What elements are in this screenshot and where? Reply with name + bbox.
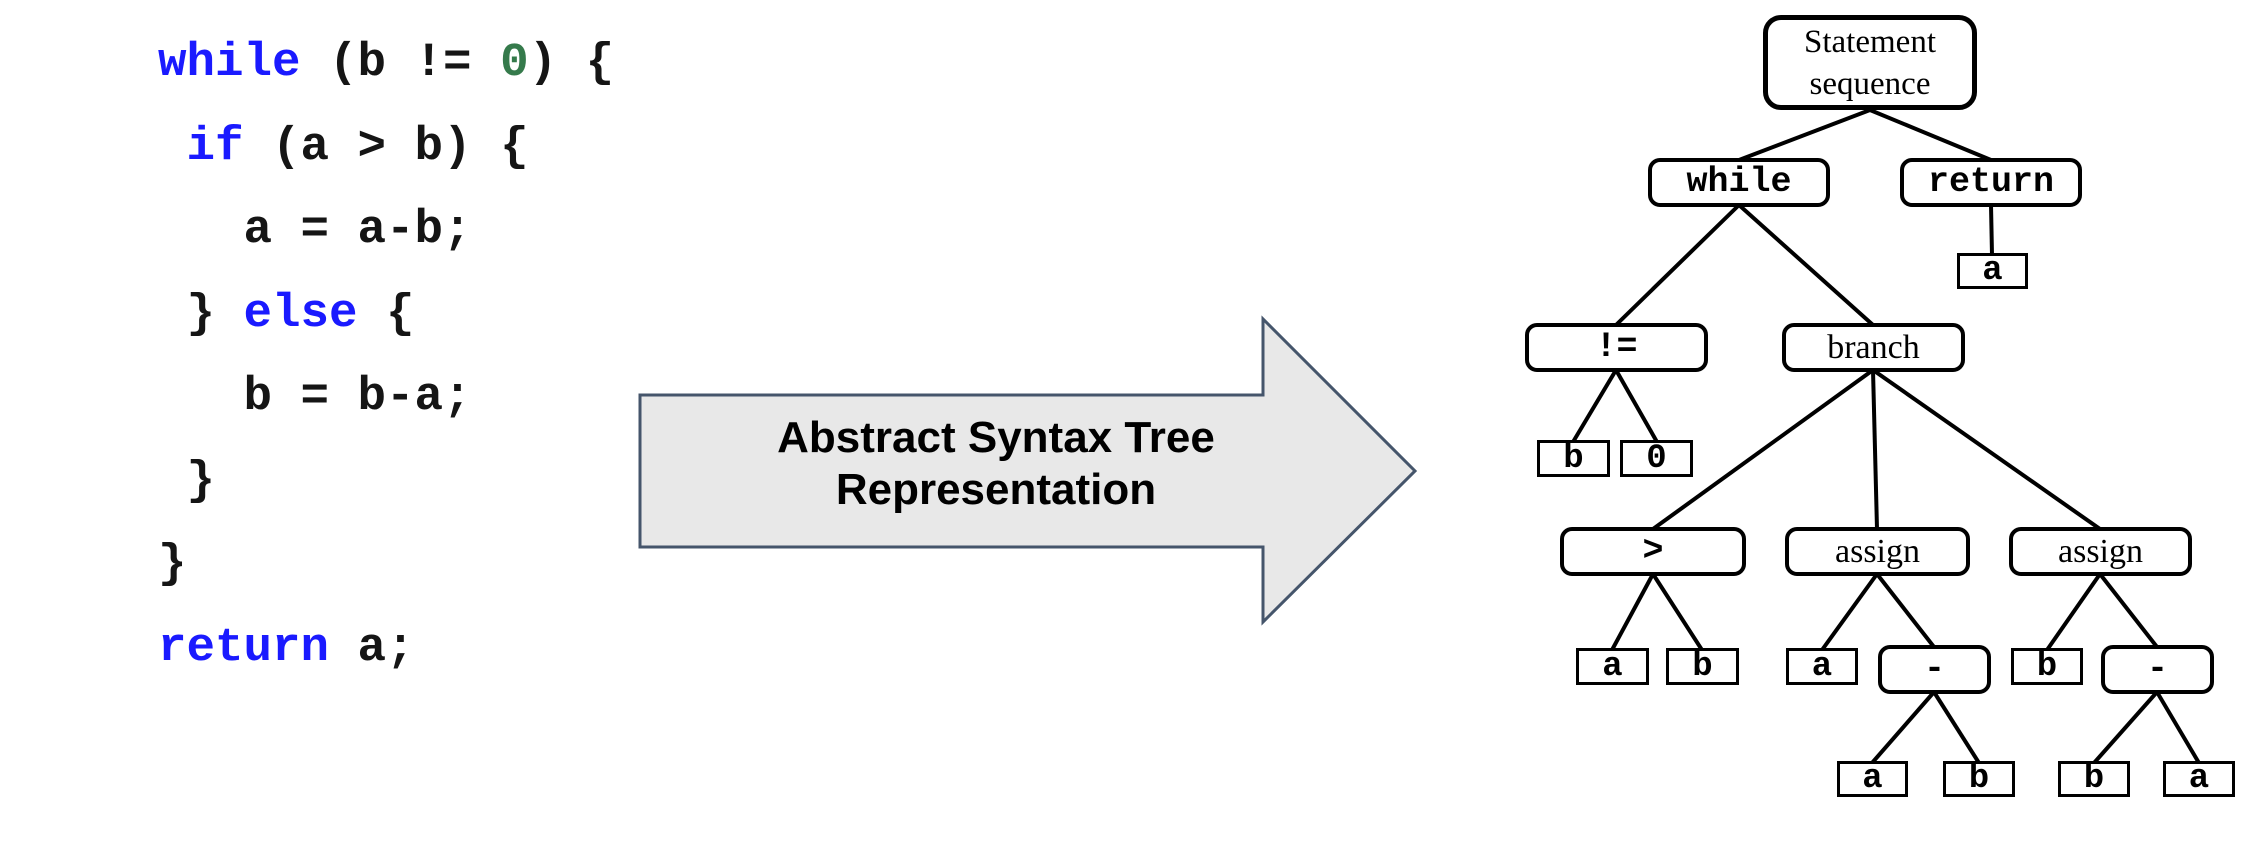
code-token: 0 [500,36,529,90]
tree-edge [1738,108,1871,162]
source-code-block: while (b != 0) { if (a > b) { a = a-b; }… [158,22,614,690]
tree-edge [1610,573,1655,651]
ast-leaf-gt-b: b [1666,648,1739,685]
code-token: while [158,36,301,90]
code-token: b = b-a; [158,370,472,424]
ast-leaf-cond-b: b [1537,440,1610,477]
ast-leaf-minus2-b: b [2058,761,2130,797]
ast-leaf-assign2-b: b [2011,648,2083,685]
tree-edge [1871,368,2102,531]
code-line: } else { [158,273,614,357]
code-line: b = b-a; [158,356,614,440]
tree-edges [1571,108,2201,765]
ast-leaf-cond-zero: 0 [1620,440,1693,477]
ast-node-while: while [1648,158,1830,207]
tree-edge [1614,203,1741,327]
ast-node-not-equal: != [1525,323,1708,372]
ast-node-minus-2: - [2101,645,2214,694]
tree-edge [1737,203,1875,327]
right-arrow-shape [638,315,1418,626]
ast-node-branch: branch [1782,323,1965,372]
tree-edge [2045,572,2102,652]
tree-edge [2155,690,2201,765]
tree-edge [1871,369,1879,530]
ast-node-return: return [1900,158,2082,207]
ast-node-assign-1: assign [1785,527,1970,576]
ast-leaf-minus1-a: a [1837,761,1908,797]
ast-leaf-minus1-b: b [1943,761,2015,797]
tree-edge [1820,572,1879,652]
tree-edge [1651,368,1875,531]
code-line: } [158,523,614,607]
code-line: while (b != 0) { [158,22,614,106]
code-token: } [158,453,216,508]
tree-edge [1989,204,1994,256]
ast-leaf-minus2-a: a [2163,761,2235,797]
ast-node-minus-1: - [1878,645,1991,694]
ast-node-statement-sequence: Statement sequence [1763,15,1977,110]
tree-edge [1614,369,1659,443]
tree-edge [1932,690,1981,765]
code-token: a = a-b; [158,203,472,257]
code-token: return [158,620,330,675]
code-token: if [186,119,244,174]
code-token: (b != [300,36,501,90]
tree-edge [1651,572,1704,652]
code-token: a; [329,620,415,675]
tree-edge [1869,108,1992,162]
code-token: } [158,537,187,591]
tree-edge [2098,572,2159,649]
ast-node-assign-2: assign [2009,527,2192,576]
code-token: (a > b) { [243,119,529,174]
tree-edge [2092,690,2159,765]
arrow-label: Abstract Syntax Tree Representation [777,413,1215,514]
code-token: { [357,286,415,341]
code-token: } [158,286,244,341]
code-token: else [243,286,358,341]
ast-leaf-assign1-a: a [1786,648,1858,685]
code-line: if (a > b) { [158,106,614,190]
ast-leaf-gt-a: a [1576,648,1649,685]
ast-leaf-return-a: a [1957,253,2028,289]
tree-edge [1571,368,1618,444]
tree-edge [1875,572,1936,649]
code-token: ) { [528,36,615,90]
code-line: return a; [158,607,614,691]
tree-edge [1870,690,1936,765]
code-line: } [158,440,614,524]
ast-node-greater-than: > [1560,527,1746,576]
code-line: a = a-b; [158,189,614,273]
